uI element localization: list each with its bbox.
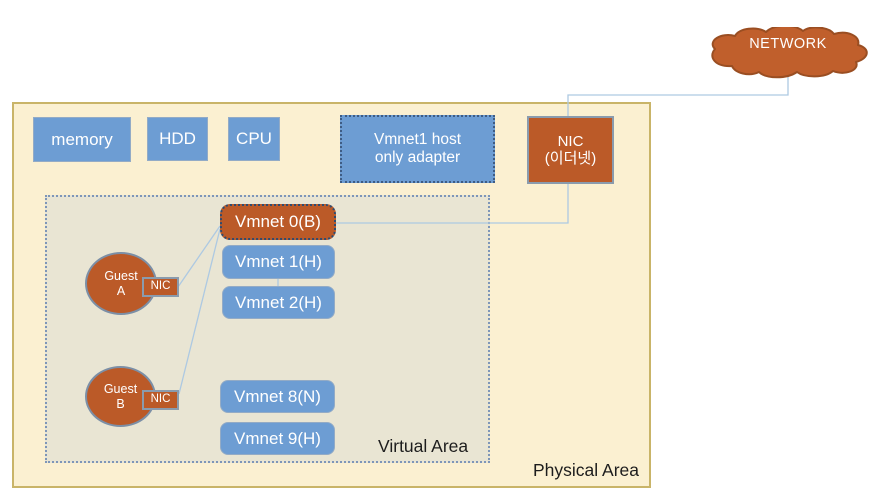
vmnet9-host-only-box: Vmnet 9(H): [220, 422, 335, 455]
vmnet2-host-only-box: Vmnet 2(H): [222, 286, 335, 319]
guest-b-label-line1: Guest: [103, 382, 138, 397]
cloud-label: NETWORK: [749, 36, 827, 52]
guest-a-label-line1: Guest: [104, 269, 138, 284]
adapter-label-line1: Vmnet1 host: [373, 131, 462, 149]
memory-label: memory: [51, 129, 113, 149]
host-nic-box: NIC (이더넷): [527, 116, 614, 184]
hdd-label: HDD: [159, 129, 196, 149]
hdd-box: HDD: [147, 117, 208, 161]
host-nic-label-line1: NIC: [557, 132, 584, 150]
guest-a-label-line2: A: [116, 283, 126, 298]
vmnet0-label: Vmnet 0(B): [235, 212, 321, 232]
vmnet1-host-only-box: Vmnet 1(H): [222, 245, 335, 279]
physical-area-label: Physical Area: [533, 460, 640, 480]
guest-b-nic-label: NIC: [150, 393, 171, 406]
vmnet9-label: Vmnet 9(H): [234, 428, 321, 448]
host-nic-label-line2: (이더넷): [544, 150, 597, 167]
vmnet8-nat-box: Vmnet 8(N): [220, 380, 335, 413]
cpu-box: CPU: [228, 117, 280, 161]
guest-a-nic-label: NIC: [150, 280, 171, 293]
guest-a-circle: Guest A: [85, 252, 157, 315]
network-cloud: NETWORK: [702, 24, 874, 79]
guest-b-label-line2: B: [116, 396, 125, 411]
vmnet1-label: Vmnet 1(H): [235, 252, 322, 272]
guest-b-nic-box: NIC: [142, 390, 179, 410]
guest-a-nic-box: NIC: [142, 277, 179, 297]
adapter-label-line2: only adapter: [374, 149, 461, 166]
cpu-label: CPU: [236, 129, 272, 149]
vmnet2-label: Vmnet 2(H): [235, 292, 322, 312]
virtual-area-label: Virtual Area: [378, 436, 469, 456]
memory-box: memory: [33, 117, 131, 162]
vmnet0-bridged-box: Vmnet 0(B): [220, 204, 336, 240]
vmnet8-label: Vmnet 8(N): [234, 386, 321, 406]
vmnet1-host-only-adapter-box: Vmnet1 host only adapter: [340, 115, 495, 183]
cloud-icon: [711, 24, 868, 79]
